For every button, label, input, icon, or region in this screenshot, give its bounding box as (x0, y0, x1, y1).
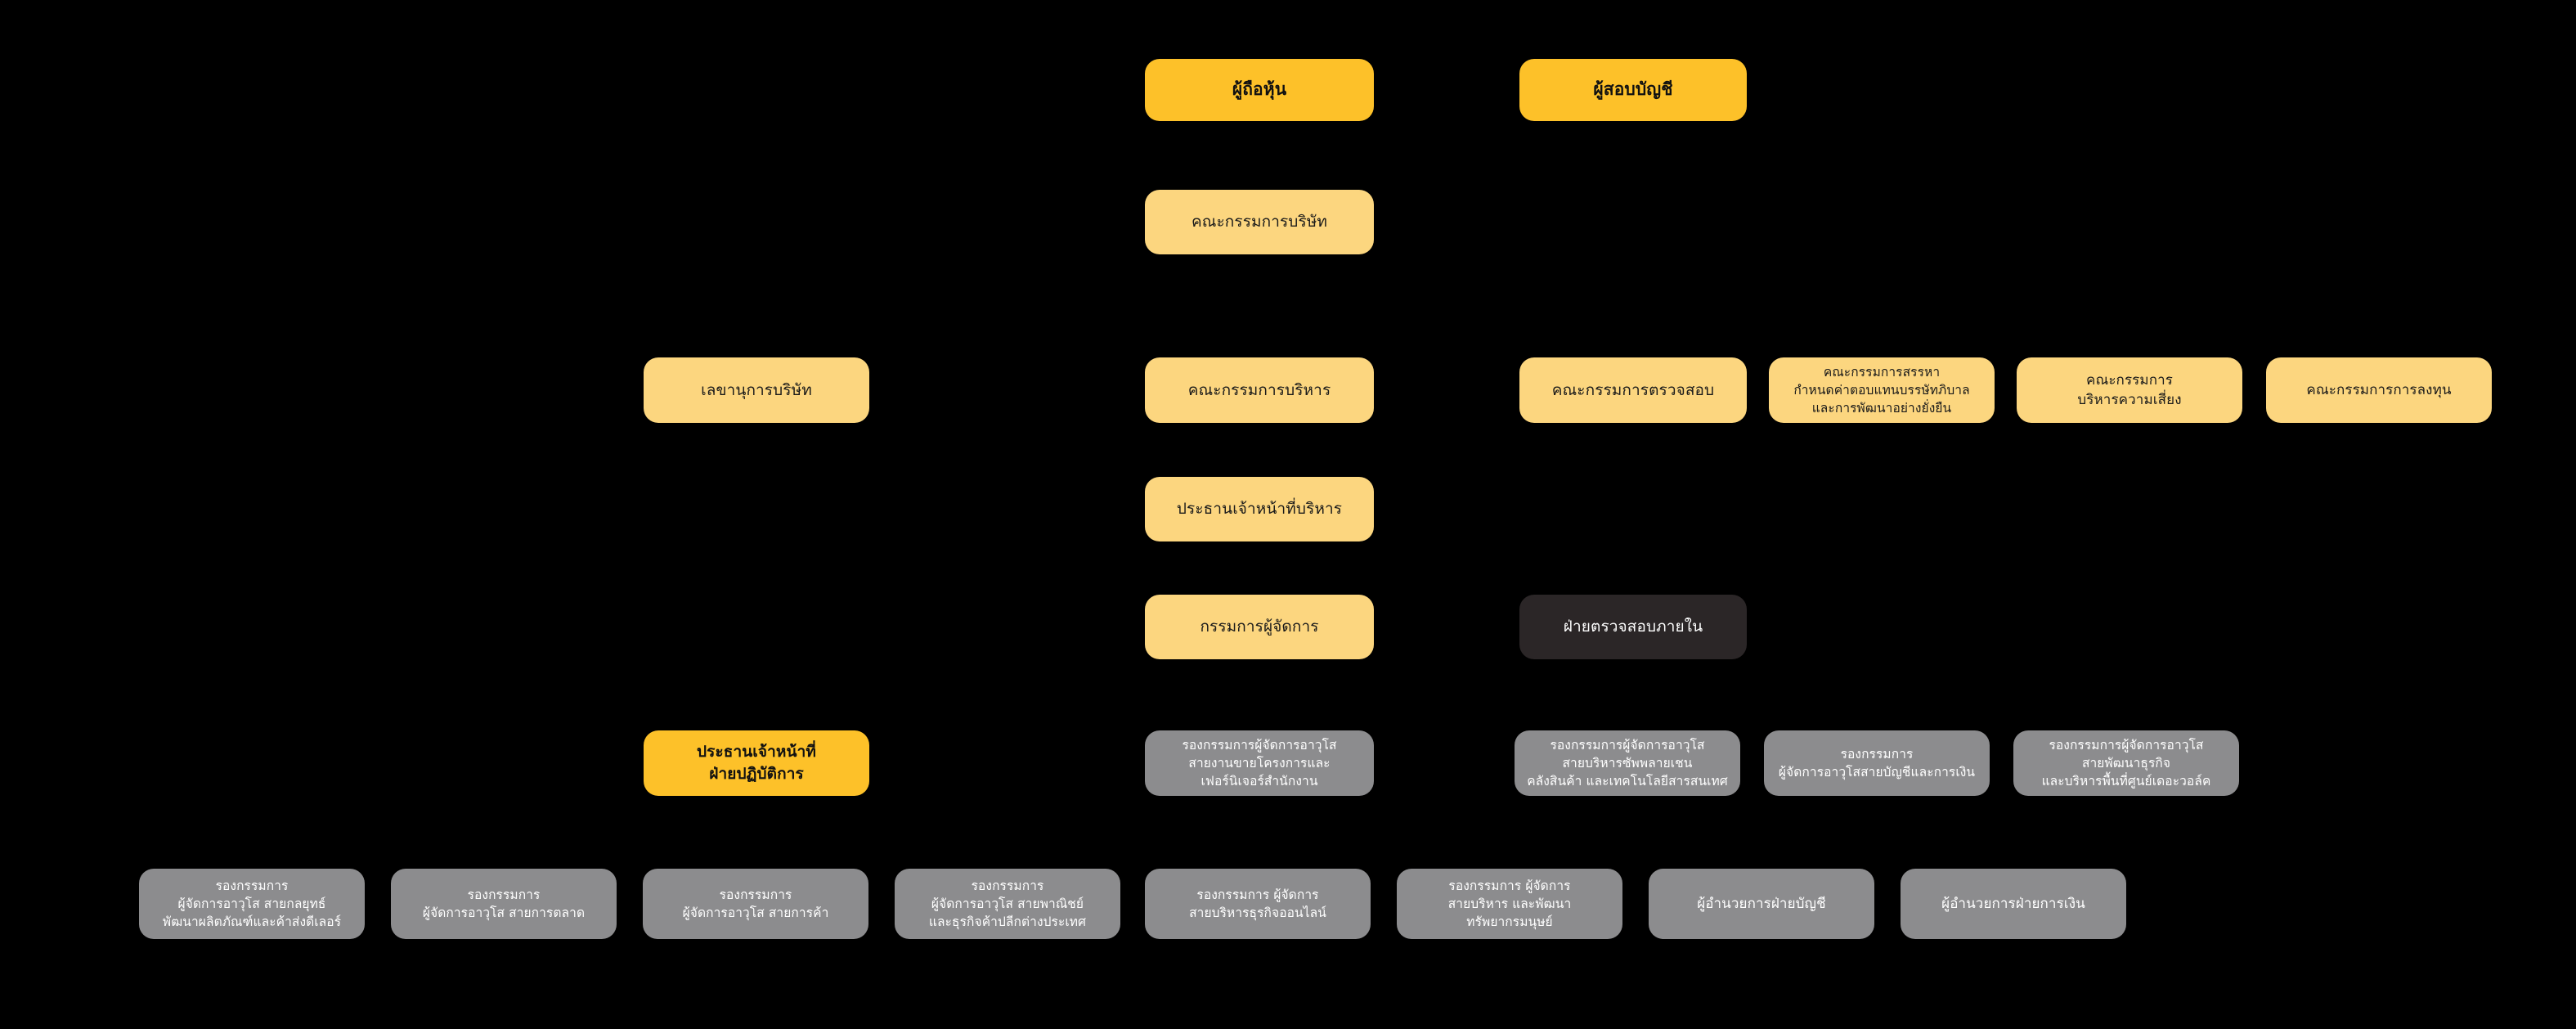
node-label: รองกรรมการ ผู้จัดการอาวุโส สายการค้า (682, 887, 829, 920)
node-label: รองกรรมการผู้จัดการอาวุโส สายพัฒนาธุรกิจ… (2041, 738, 2211, 789)
node-label: รองกรรมการ ผู้จัดการ สายบริหารธุรกิจออนไ… (1189, 887, 1326, 920)
node-svp-supply-chain[interactable]: รองกรรมการผู้จัดการอาวุโส สายบริหารซัพพล… (1515, 730, 1740, 796)
node-internal-audit[interactable]: ฝ่ายตรวจสอบภายใน (1519, 595, 1747, 659)
node-label: ฝ่ายตรวจสอบภายใน (1563, 618, 1703, 636)
node-label: รองกรรมการ ผู้จัดการอาวุโส สายการตลาด (422, 887, 586, 920)
node-director-finance[interactable]: ผู้อำนวยการฝ่ายการเงิน (1901, 869, 2126, 939)
node-audit-committee[interactable]: คณะกรรมการตรวจสอบ (1519, 357, 1747, 423)
node-investment-committee[interactable]: คณะกรรมการการลงทุน (2266, 357, 2492, 423)
node-label: คณะกรรมการบริหาร (1187, 380, 1331, 399)
node-label: คณะกรรมการสรรหา กำหนดค่าตอบแทนบรรษัทภิบา… (1793, 365, 1970, 416)
node-label: คณะกรรมการ บริหารความเสี่ยง (2077, 371, 2182, 408)
node-shareholders[interactable]: ผู้ถือหุ้น (1145, 59, 1374, 121)
node-label: รองกรรมการ ผู้จัดการอาวุโสสายบัญชีและการ… (1778, 747, 1976, 780)
node-coo[interactable]: ประธานเจ้าหน้าที่ ฝ่ายปฏิบัติการ (644, 730, 869, 796)
node-label: ผู้อำนวยการฝ่ายบัญชี (1697, 895, 1826, 912)
node-svp-commercial-intl[interactable]: รองกรรมการ ผู้จัดการอาวุโส สายพาณิชย์ แล… (895, 869, 1120, 939)
node-ceo[interactable]: ประธานเจ้าหน้าที่บริหาร (1145, 477, 1374, 541)
node-label: กรรมการผู้จัดการ (1200, 618, 1319, 636)
node-svp-business-development[interactable]: รองกรรมการผู้จัดการอาวุโส สายพัฒนาธุรกิจ… (2013, 730, 2239, 796)
node-svp-accounting-finance[interactable]: รองกรรมการ ผู้จัดการอาวุโสสายบัญชีและการ… (1764, 730, 1990, 796)
node-label: ผู้สอบบัญชี (1593, 79, 1673, 100)
node-label: รองกรรมการผู้จัดการอาวุโส สายบริหารซัพพล… (1527, 738, 1728, 789)
node-company-secretary[interactable]: เลขานุการบริษัท (644, 357, 869, 423)
node-vp-human-resources[interactable]: รองกรรมการ ผู้จัดการ สายบริหาร และพัฒนา … (1397, 869, 1622, 939)
node-nomination-committee[interactable]: คณะกรรมการสรรหา กำหนดค่าตอบแทนบรรษัทภิบา… (1769, 357, 1995, 423)
node-label: ประธานเจ้าหน้าที่ ฝ่ายปฏิบัติการ (696, 743, 817, 783)
node-vp-online-business[interactable]: รองกรรมการ ผู้จัดการ สายบริหารธุรกิจออนไ… (1145, 869, 1371, 939)
node-svp-marketing[interactable]: รองกรรมการ ผู้จัดการอาวุโส สายการตลาด (391, 869, 617, 939)
node-label: รองกรรมการ ผู้จัดการอาวุโส สายกลยุทธ์ พั… (162, 878, 342, 929)
node-board-of-directors[interactable]: คณะกรรมการบริษัท (1145, 190, 1374, 254)
node-executive-committee[interactable]: คณะกรรมการบริหาร (1145, 357, 1374, 423)
node-label: คณะกรรมการบริษัท (1191, 213, 1328, 231)
node-label: เลขานุการบริษัท (701, 380, 812, 399)
node-label: รองกรรมการผู้จัดการอาวุโส สายงานขายโครงก… (1182, 738, 1337, 789)
node-label: รองกรรมการ ผู้จัดการ สายบริหาร และพัฒนา … (1447, 878, 1572, 929)
node-director-accounting[interactable]: ผู้อำนวยการฝ่ายบัญชี (1649, 869, 1874, 939)
node-label: คณะกรรมการการลงทุน (2306, 381, 2452, 398)
node-label: ผู้ถือหุ้น (1232, 79, 1287, 100)
node-managing-director[interactable]: กรรมการผู้จัดการ (1145, 595, 1374, 659)
node-risk-committee[interactable]: คณะกรรมการ บริหารความเสี่ยง (2017, 357, 2242, 423)
node-label: รองกรรมการ ผู้จัดการอาวุโส สายพาณิชย์ แล… (928, 878, 1087, 929)
node-label: ประธานเจ้าหน้าที่บริหาร (1176, 500, 1343, 519)
node-svp-trade[interactable]: รองกรรมการ ผู้จัดการอาวุโส สายการค้า (643, 869, 868, 939)
node-auditor[interactable]: ผู้สอบบัญชี (1519, 59, 1747, 121)
node-svp-project-sales[interactable]: รองกรรมการผู้จัดการอาวุโส สายงานขายโครงก… (1145, 730, 1374, 796)
node-label: คณะกรรมการตรวจสอบ (1551, 380, 1715, 399)
node-label: ผู้อำนวยการฝ่ายการเงิน (1941, 895, 2085, 912)
node-svp-strategy-product[interactable]: รองกรรมการ ผู้จัดการอาวุโส สายกลยุทธ์ พั… (139, 869, 365, 939)
